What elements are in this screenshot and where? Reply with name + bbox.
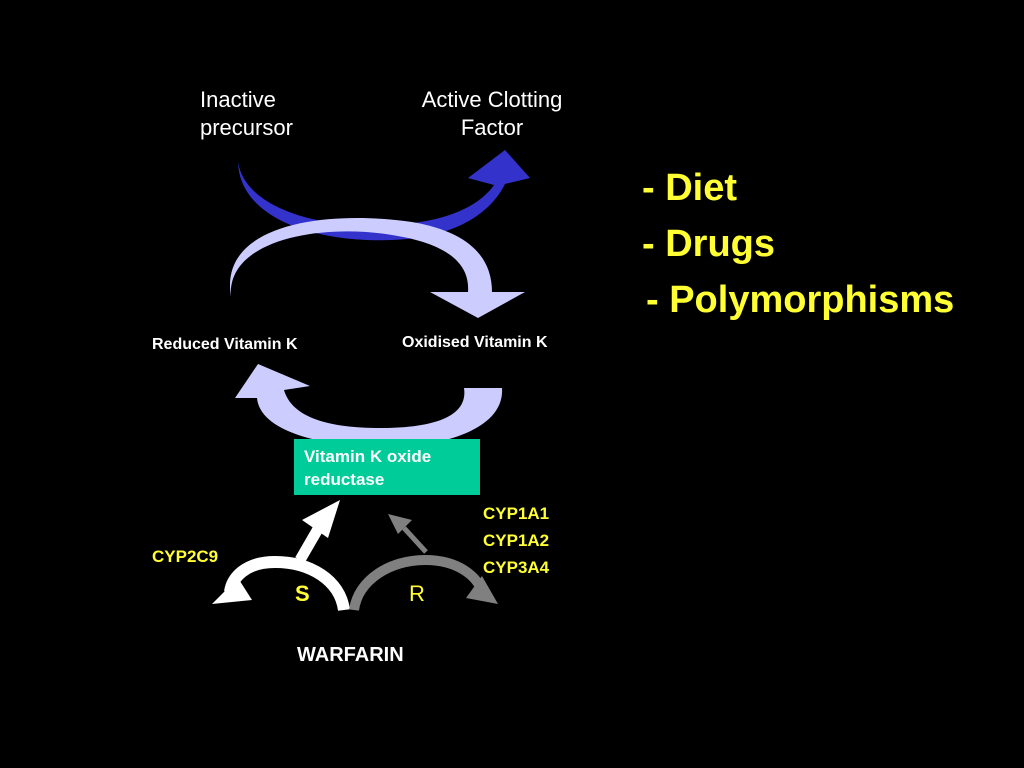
factor-polymorphisms: - Polymorphisms [646,279,955,321]
vitamin-k-oxide-reductase-text: Vitamin K oxide reductase [304,447,432,489]
vitamin-k-oxide-reductase-box: Vitamin K oxide reductase [294,439,480,495]
cyp-r-list: CYP1A1 CYP1A2 CYP3A4 [483,500,549,582]
r-to-vkor-arrowhead [388,514,412,534]
cyp-r-item: CYP1A2 [483,531,550,551]
active-clotting-factor-label: Active Clotting Factor [408,86,576,141]
r-enantiomer-label: R [409,581,425,606]
factor-diet: - Diet [642,167,737,209]
factor-drugs: - Drugs [642,223,775,265]
s-arrowhead-left [212,578,252,604]
s-enantiomer-arrow [224,555,350,612]
r-arrowhead-right [466,576,498,604]
active-clotting-factor-text: Active Clotting Factor [421,87,563,140]
s-enantiomer-label: S [295,581,310,606]
inactive-precursor-text: Inactive precursor [200,87,293,140]
vitamin-k-oxidation-arrow [229,217,525,318]
s-to-vkor-arrowhead [302,500,340,538]
cyp-r-item: CYP3A4 [483,558,550,578]
vitamin-k-reduction-arrow [235,364,503,448]
cyp2c9-label: CYP2C9 [152,547,219,566]
warfarin-label: WARFARIN [297,644,404,666]
inactive-precursor-label: Inactive precursor [200,86,293,141]
cyp-r-item: CYP1A1 [483,504,550,523]
oxidised-vitamin-k-label: Oxidised Vitamin K [402,334,548,351]
reduced-vitamin-k-label: Reduced Vitamin K [152,336,298,353]
r-to-vkor-arrow [402,526,428,554]
variability-factors-list: - Diet - Drugs - Polymorphisms [642,160,954,328]
r-enantiomer-arrow [349,554,487,612]
clotting-factor-activation-arrow [238,150,530,241]
